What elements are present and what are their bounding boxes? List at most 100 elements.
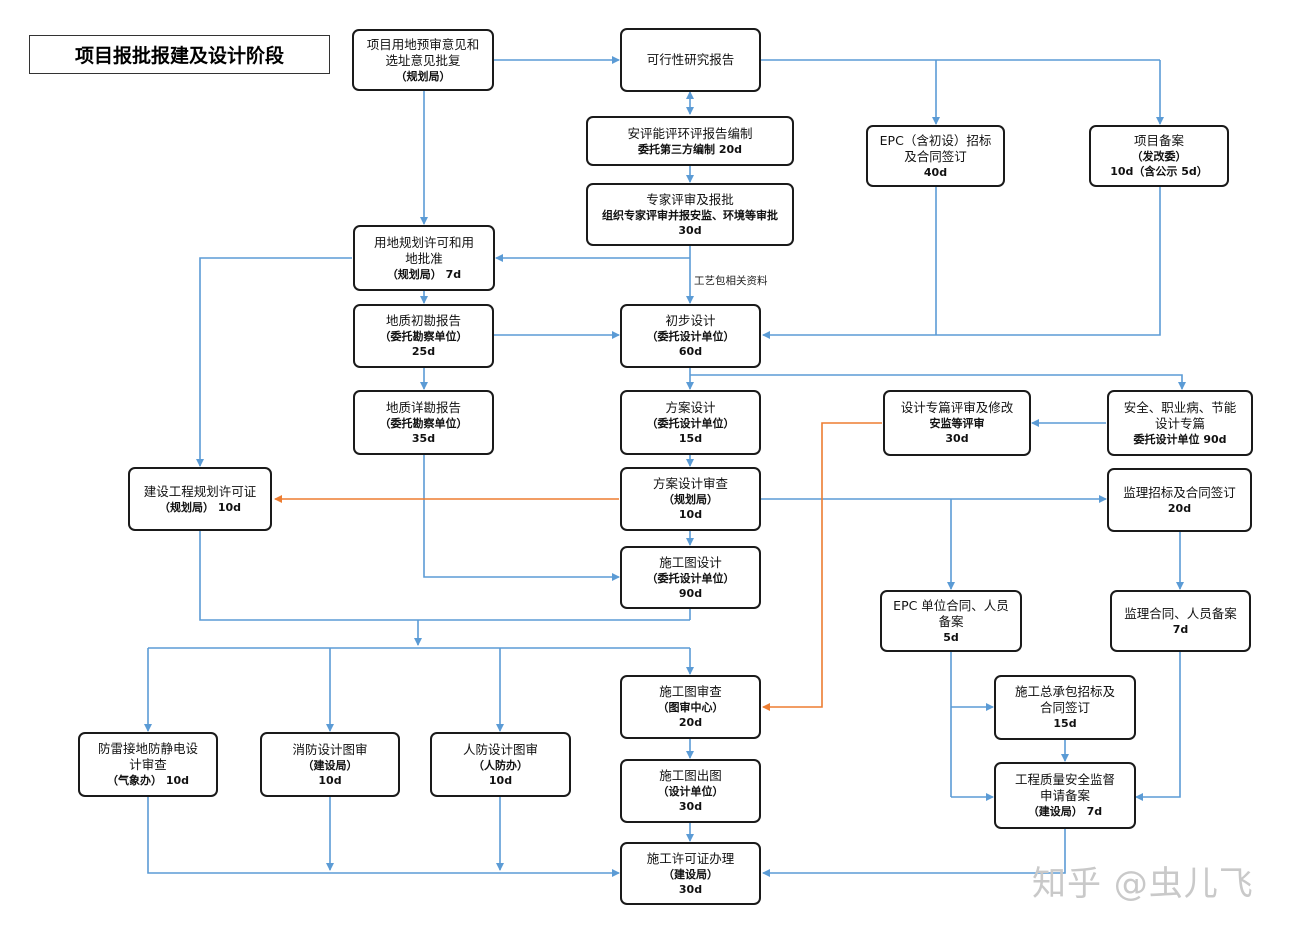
node-line: 20d — [678, 716, 703, 729]
node-line: 计审查 — [129, 757, 167, 772]
node-line: 30d — [678, 223, 702, 237]
node-line: 15d — [1053, 717, 1077, 730]
node-line: 25d — [411, 345, 436, 358]
orange-arrow-special-review-to-drawing-review — [762, 422, 882, 711]
node-line: （委托设计单位） — [646, 416, 735, 430]
line-lightning-down — [147, 797, 620, 877]
arrow-quality-to-permit — [762, 829, 1066, 877]
node-line: （委托设计单位） — [646, 571, 735, 585]
page-title: 项目报批报建及设计阶段 — [29, 35, 330, 74]
node-line: 60d — [678, 345, 703, 358]
arrow-supervision-filing-to-quality — [1135, 652, 1181, 801]
node-line: 安评能评环评报告编制 — [627, 125, 753, 141]
node-line: （规划局） — [663, 493, 718, 506]
node-safety-special: 安全、职业病、节能 设计专篇 委托设计单位 90d — [1107, 390, 1253, 456]
watermark: 知乎 @虫儿飞 — [1032, 864, 1254, 904]
node-line: 5d — [943, 630, 959, 644]
node-line: （规划局） 10d — [158, 500, 241, 514]
node-construction-permit: 施工许可证办理 （建设局） 30d — [620, 842, 761, 905]
node-civil-defense: 人防设计图审 （人防办） 10d — [430, 732, 571, 797]
node-special-review: 设计专篇评审及修改 安监等评审 30d — [883, 390, 1031, 456]
node-line: （规划局） 7d — [386, 267, 462, 281]
node-line: 监理合同、人员备案 — [1124, 605, 1237, 621]
node-line: （委托设计单位） — [646, 330, 735, 343]
node-line: （图审中心） — [657, 701, 724, 714]
node-line: （人防办） — [473, 758, 528, 772]
node-line: 设计专篇 — [1154, 415, 1205, 431]
node-line: 项目用地预审意见和 — [366, 36, 480, 52]
node-line: 10d（含公示 5d） — [1110, 165, 1208, 178]
arrow-filing-to-prelim — [762, 187, 1161, 339]
node-construction-drawing: 施工图设计 （委托设计单位） 90d — [620, 546, 761, 609]
node-line: 10d — [318, 773, 342, 787]
node-line: 组织专家评审并报安监、环境等审批 — [602, 208, 778, 222]
node-line: 7d — [1172, 622, 1189, 636]
node-safety-eval: 安评能评环评报告编制 委托第三方编制 20d — [586, 116, 794, 166]
arrow-land-permit-to-build-permit — [196, 257, 352, 467]
node-prelim-design: 初步设计 （委托设计单位） 60d — [620, 304, 761, 368]
node-line: 委托设计单位 90d — [1133, 432, 1227, 446]
node-fire-review: 消防设计图审 （建设局） 10d — [260, 732, 400, 797]
node-line: 35d — [411, 431, 436, 445]
node-line: 工程质量安全监督 — [1014, 772, 1115, 787]
node-build-permit: 建设工程规划许可证 （规划局） 10d — [128, 467, 272, 531]
node-line: 建设工程规划许可证 — [143, 483, 257, 499]
node-line: EPC（含初设）招标 — [879, 132, 992, 148]
node-line: （规划局） — [395, 69, 451, 83]
node-line: 30d — [678, 882, 703, 896]
node-site-selection: 项目用地预审意见和 选址意见批复 （规划局） — [352, 29, 494, 91]
node-line: 备案 — [938, 613, 964, 629]
node-feasibility: 可行性研究报告 — [620, 28, 761, 92]
node-line: 安全、职业病、节能 — [1123, 399, 1237, 415]
node-project-filing: 项目备案 （发改委） 10d（含公示 5d） — [1089, 125, 1229, 187]
node-line: 地质详勘报告 — [385, 399, 461, 415]
edge-label-process-package: 工艺包相关资料 — [694, 275, 768, 287]
node-line: 15d — [678, 431, 703, 445]
node-land-permit: 用地规划许可和用 地批准 （规划局） 7d — [353, 225, 495, 291]
node-line: 方案设计 — [665, 399, 716, 415]
node-epc-bid: EPC（含初设）招标 及合同签订 40d — [866, 125, 1005, 187]
node-line: 施工总承包招标及 — [1014, 684, 1115, 699]
node-line: 人防设计图审 — [462, 741, 538, 757]
node-line: 10d — [488, 773, 513, 787]
node-line: 防雷接地防静电设 — [97, 741, 198, 756]
arrow-prelim-to-safety-special — [690, 374, 1186, 390]
node-line: 项目备案 — [1133, 133, 1184, 148]
node-line: 地质初勘报告 — [385, 313, 461, 328]
node-scheme-review: 方案设计审查 （规划局） 10d — [620, 467, 761, 531]
node-line: 合同签订 — [1039, 700, 1090, 715]
node-line: 初步设计 — [665, 313, 716, 328]
node-epc-filing: EPC 单位合同、人员 备案 5d — [880, 590, 1022, 652]
node-line: （建设局） 7d — [1027, 805, 1103, 818]
node-line: （委托勘察单位） — [379, 330, 468, 343]
node-geo-initial: 地质初勘报告 （委托勘察单位） 25d — [353, 304, 494, 368]
node-line: 40d — [923, 165, 948, 179]
node-general-contract: 施工总承包招标及 合同签订 15d — [994, 675, 1136, 740]
node-geo-detail: 地质详勘报告 （委托勘察单位） 35d — [353, 390, 494, 455]
node-line: 申请备案 — [1039, 788, 1090, 803]
node-line: （建设局） — [302, 758, 358, 772]
node-line: 委托第三方编制 20d — [637, 142, 742, 156]
line-build-permit-to-bus — [199, 531, 690, 621]
arrow-geo-detail-to-drawing — [423, 455, 620, 581]
node-line: 及合同签订 — [904, 148, 967, 164]
node-line: EPC 单位合同、人员 — [893, 597, 1009, 613]
node-line: 专家评审及报批 — [646, 191, 734, 207]
node-expert-review: 专家评审及报批 组织专家评审并报安监、环境等审批 30d — [586, 183, 794, 246]
node-quality-supervision: 工程质量安全监督 申请备案 （建设局） 7d — [994, 762, 1136, 829]
node-line: 消防设计图审 — [292, 741, 368, 757]
node-line: 90d — [678, 586, 703, 600]
node-line: （发改委） — [1131, 150, 1187, 163]
node-line: 施工图设计 — [659, 554, 722, 570]
node-line: （建设局） — [663, 867, 718, 881]
node-line: 20d — [1167, 501, 1192, 515]
node-line: 方案设计审查 — [652, 476, 728, 491]
node-supervision-bid: 监理招标及合同签订 20d — [1107, 468, 1252, 532]
node-supervision-filing: 监理合同、人员备案 7d — [1110, 590, 1251, 652]
node-line: 监理招标及合同签订 — [1123, 484, 1236, 500]
node-line: 设计专篇评审及修改 — [900, 400, 1014, 415]
node-line: 用地规划许可和用 — [373, 234, 474, 250]
node-drawing-issue: 施工图出图 （设计单位） 30d — [620, 759, 761, 823]
node-line: 10d — [678, 508, 703, 521]
